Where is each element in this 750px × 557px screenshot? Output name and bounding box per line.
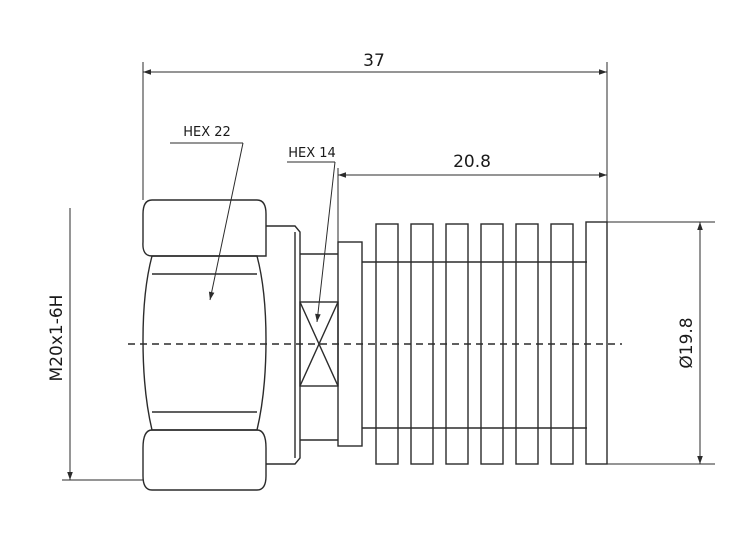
hex-large-label: HEX 22 — [183, 125, 231, 140]
hex-small-label: HEX 14 — [288, 146, 336, 161]
overall-length-dimension: 37 — [143, 51, 607, 75]
body-length-label: 20.8 — [453, 152, 491, 172]
collar — [266, 225, 301, 465]
hex-large-callout: HEX 22 — [170, 125, 244, 301]
thread-label: M20x1-6H — [47, 295, 67, 382]
finned-body — [337, 221, 608, 465]
body-length-dimension: 20.8 — [338, 152, 607, 178]
extension-lines — [62, 62, 715, 481]
diameter-label: Ø19.8 — [677, 317, 697, 368]
thread-dimension: M20x1-6H — [47, 208, 73, 480]
hex-small-callout: HEX 14 — [287, 146, 336, 323]
hex-neck-small — [299, 253, 339, 441]
hex-nut-large — [142, 199, 267, 491]
diameter-dimension: Ø19.8 — [677, 222, 703, 464]
overall-length-label: 37 — [363, 51, 385, 71]
